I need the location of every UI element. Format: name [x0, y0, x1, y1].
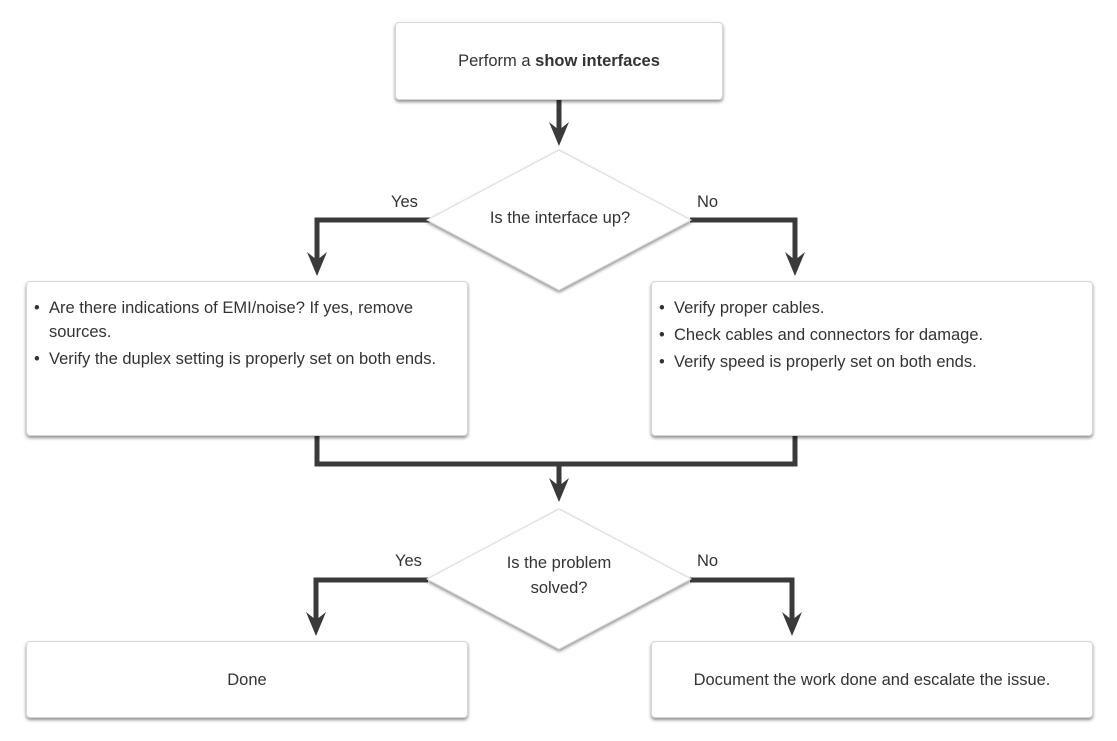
list-item: •Check cables and connectors for damage.: [659, 326, 984, 344]
arrowhead-2: [307, 252, 327, 276]
decision1-question: Is the interface up?: [489, 209, 631, 227]
decision1-no-box: •Verify proper cables. •Check cables and…: [651, 281, 1093, 436]
decision2-question-line1: Is the problem: [506, 554, 612, 572]
done-box: Done: [26, 641, 468, 718]
connector-merge: [314, 436, 798, 490]
start-command: show interfaces: [535, 52, 660, 70]
list-item: •Are there indications of EMI/noise? If …: [34, 299, 414, 341]
list-item: •Verify the duplex setting is properly s…: [34, 350, 437, 368]
decision2-question: Is the problem solved?: [477, 551, 641, 601]
start-text: Perform a show interfaces: [458, 49, 660, 73]
arrowhead-5: [306, 612, 326, 636]
decision1-diamond: [425, 149, 693, 291]
list-item: •Verify proper cables.: [659, 299, 825, 317]
decision2-question-line2: solved?: [530, 579, 588, 597]
decision2-no-label: No: [697, 552, 719, 570]
decision1-no-label: No: [697, 193, 719, 211]
decision1-yes-box: •Are there indications of EMI/noise? If …: [26, 281, 468, 436]
decision2-diamond: [425, 508, 693, 650]
decision1-no-list: •Verify proper cables. •Check cables and…: [652, 282, 1092, 374]
start-box: Perform a show interfaces: [395, 22, 723, 100]
done-text: Done: [227, 670, 267, 689]
arrowhead-3: [785, 252, 805, 276]
connector-decision2-yes: [313, 577, 428, 624]
connector-decision1-yes: [314, 217, 430, 264]
start-prefix: Perform a: [458, 52, 536, 70]
decision1-yes-list: •Are there indications of EMI/noise? If …: [27, 282, 467, 371]
arrowhead-4: [549, 478, 569, 502]
escalate-text: Document the work done and escalate the …: [693, 670, 1051, 689]
arrowhead-1: [549, 122, 569, 146]
escalate-box: Document the work done and escalate the …: [651, 641, 1093, 718]
list-item: •Verify speed is properly set on both en…: [659, 353, 977, 371]
connector-decision1-no: [690, 217, 798, 264]
connector-decision2-no: [690, 577, 795, 624]
arrowhead-6: [782, 612, 802, 636]
decision2-yes-label: Yes: [395, 552, 422, 570]
decision1-yes-label: Yes: [391, 193, 418, 211]
